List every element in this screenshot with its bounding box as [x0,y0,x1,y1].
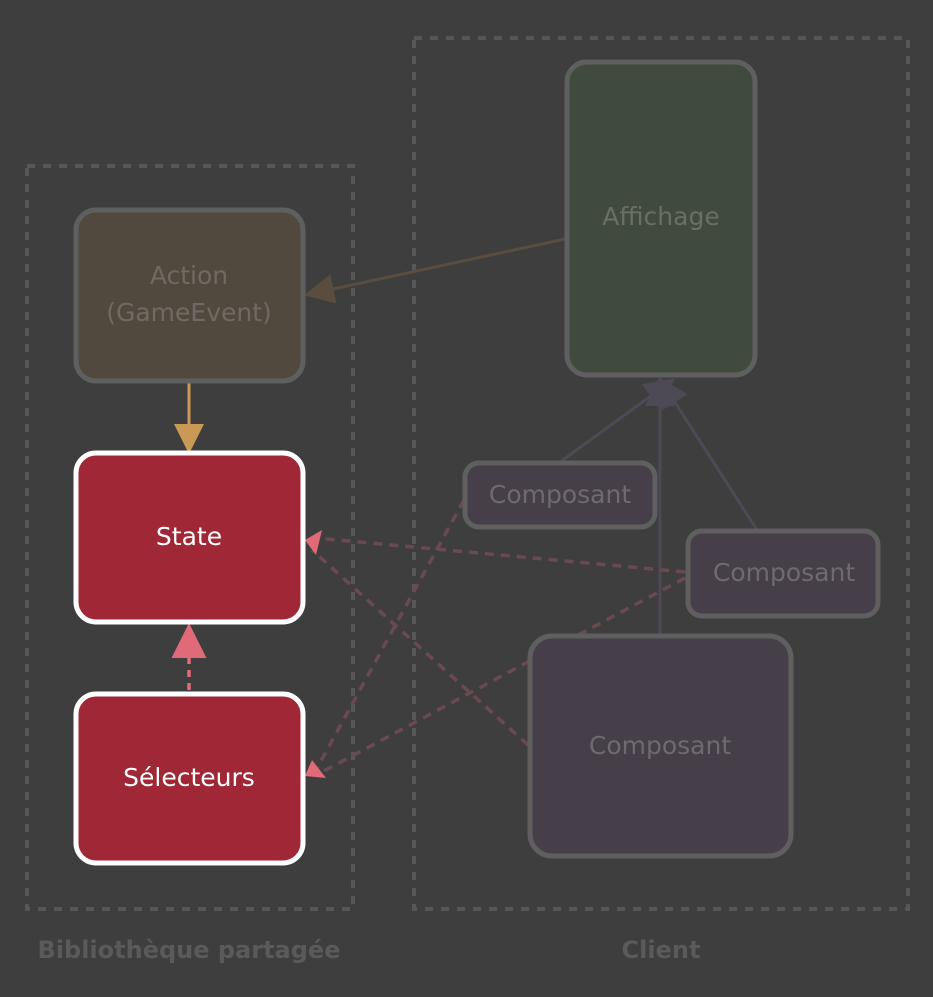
group-label-shared: Bibliothèque partagée [38,936,341,964]
node-action-sublabel: (GameEvent) [106,298,272,327]
edge-comp1-to-selectors [314,499,466,771]
node-display-label: Affichage [602,202,719,231]
edge-comp2-to-display [658,376,759,531]
node-state[interactable]: State [73,450,306,625]
node-component-2[interactable]: Composant [685,528,881,619]
edge-display-to-action [304,237,566,304]
node-component-3-label: Composant [589,731,731,760]
node-state-label: State [156,522,222,551]
node-component-3[interactable]: Composant [527,633,794,859]
node-display[interactable]: Affichage [564,59,758,378]
node-action[interactable]: Action (GameEvent) [73,207,306,384]
group-label-client: Client [622,936,701,964]
edge-comp2-to-state [315,536,686,574]
node-component-1[interactable]: Composant [462,460,658,530]
arrowhead-selectors-right [305,760,326,778]
node-selectors-label: Sélecteurs [123,763,255,792]
edge-comp2-to-selectors [321,576,686,774]
node-action-label: Action [150,261,228,290]
group-shared-library [25,164,355,911]
arrowhead-state-right [305,530,322,555]
edge-comp3-to-state [310,548,530,747]
node-component-2-label: Composant [713,558,855,587]
node-component-1-label: Composant [489,480,631,509]
node-selectors[interactable]: Sélecteurs [73,691,306,866]
edge-comp1-to-display [559,378,675,464]
group-client [412,36,910,911]
